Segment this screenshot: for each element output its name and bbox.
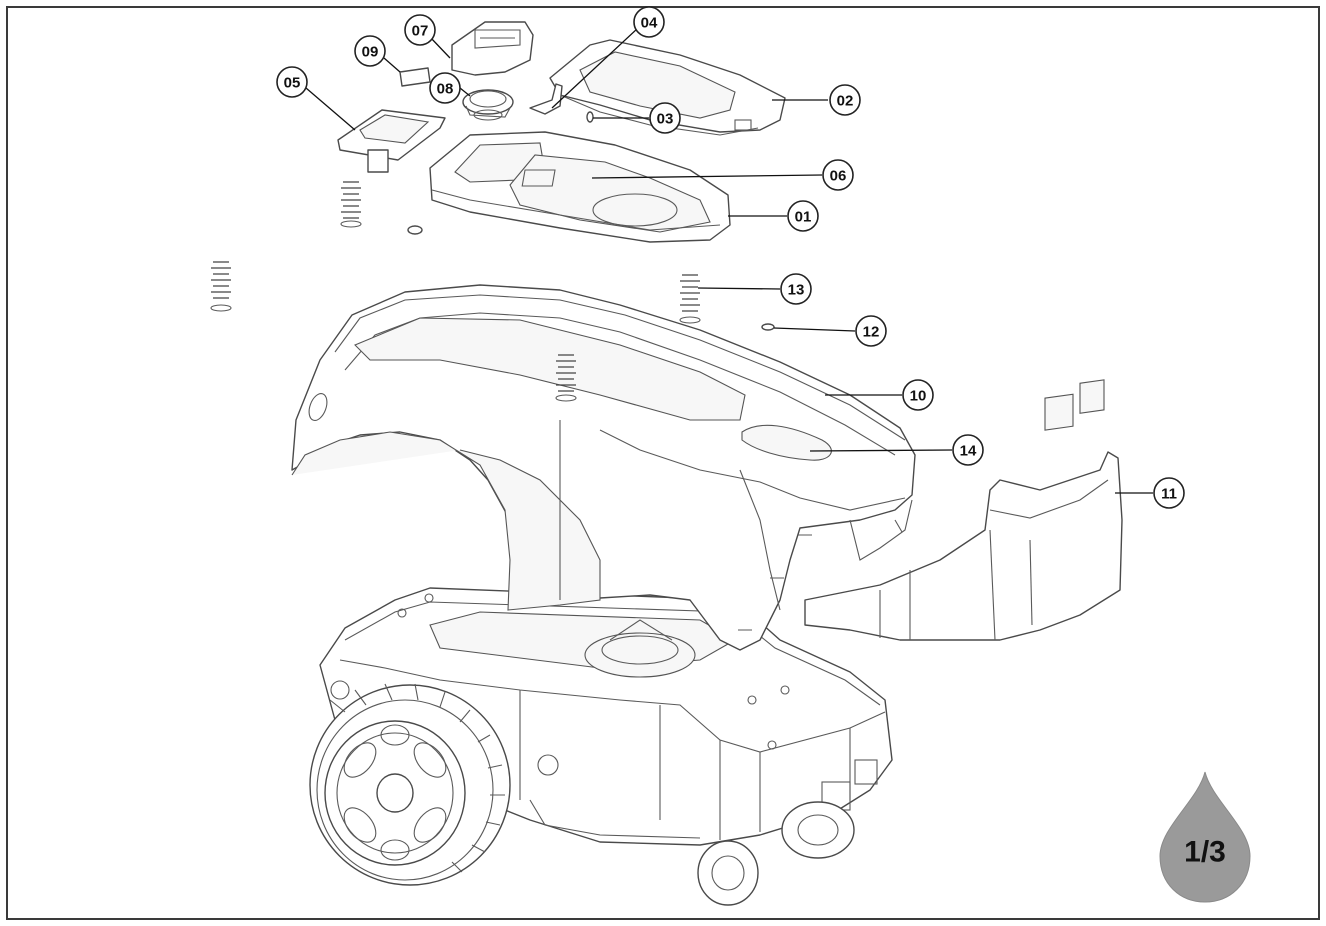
part-01-tray — [429, 131, 731, 243]
callout-02: 02 — [829, 84, 861, 116]
body-shell — [291, 284, 916, 651]
callout-04: 04 — [633, 6, 665, 38]
callout-12-label: 12 — [863, 324, 880, 341]
part-08-knob — [462, 89, 514, 121]
callout-06: 06 — [822, 159, 854, 191]
caster-wheel — [697, 801, 855, 906]
part-05-board — [337, 109, 446, 173]
callout-05-label: 05 — [284, 75, 301, 92]
callout-08: 08 — [429, 72, 461, 104]
callout-10: 10 — [902, 379, 934, 411]
rear-bumper — [804, 379, 1123, 641]
callout-13: 13 — [780, 273, 812, 305]
page-indicator: 1/3 — [1159, 771, 1251, 903]
part-07-display — [451, 21, 534, 76]
part-03-ring — [586, 111, 594, 123]
part-04-latch — [529, 83, 563, 115]
callout-12: 12 — [855, 315, 887, 347]
drop-icon — [1159, 771, 1251, 903]
callout-04-label: 04 — [641, 15, 658, 32]
page-indicator-label: 1/3 — [1184, 836, 1226, 869]
callout-13-label: 13 — [788, 282, 805, 299]
drive-wheel — [309, 683, 511, 886]
part-09-label — [399, 67, 431, 87]
callout-03-label: 03 — [657, 111, 674, 128]
callout-07: 07 — [404, 14, 436, 46]
callout-08-label: 08 — [437, 81, 454, 98]
callout-07-label: 07 — [412, 23, 429, 40]
callout-09-label: 09 — [362, 44, 379, 61]
diagram-frame — [6, 6, 1320, 920]
callout-01: 01 — [787, 200, 819, 232]
callout-02-label: 02 — [837, 93, 854, 110]
callout-10-label: 10 — [910, 388, 927, 405]
part-02-cover — [549, 39, 786, 136]
callout-leaders — [305, 27, 1153, 494]
callout-06-label: 06 — [830, 168, 847, 185]
spring-set — [210, 181, 775, 402]
callout-14: 14 — [952, 434, 984, 466]
callout-09: 09 — [354, 35, 386, 67]
callout-01-label: 01 — [795, 209, 812, 226]
callout-14-label: 14 — [960, 443, 977, 460]
callout-11: 11 — [1153, 477, 1185, 509]
callout-05: 05 — [276, 66, 308, 98]
callout-03: 03 — [649, 102, 681, 134]
callout-11-label: 11 — [1161, 486, 1177, 503]
